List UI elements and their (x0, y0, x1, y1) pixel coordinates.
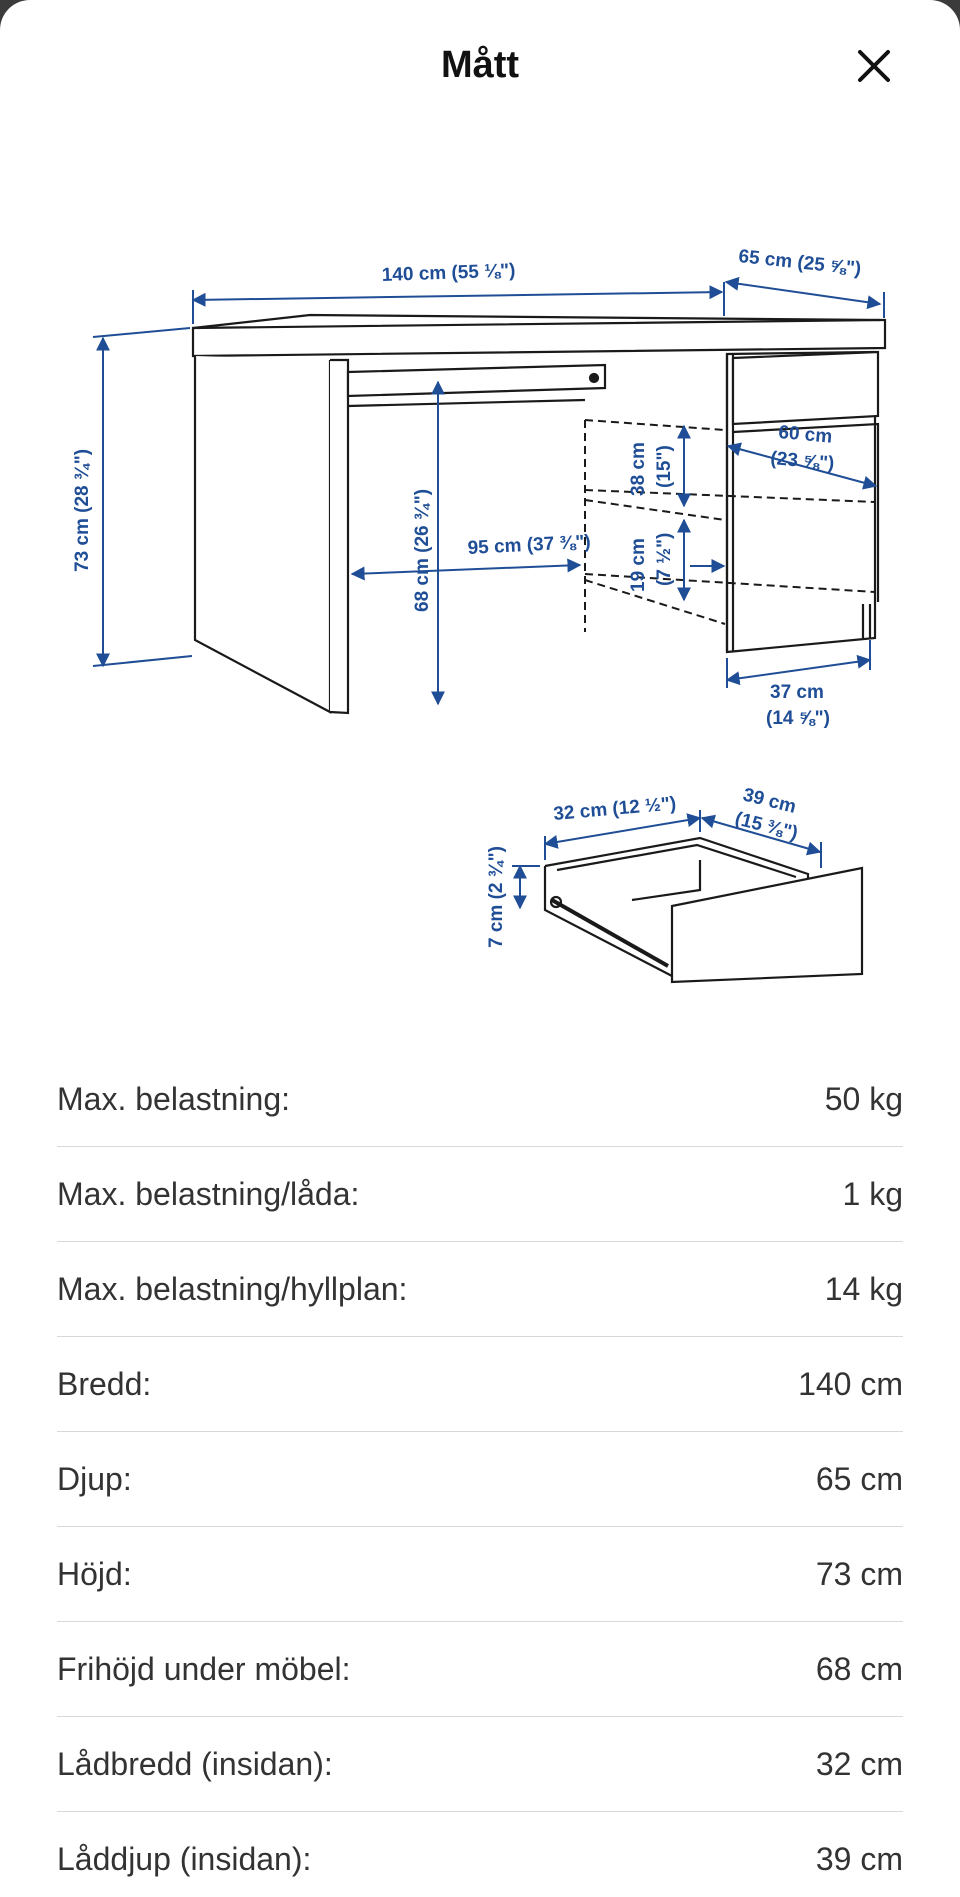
spec-value: 39 cm (815, 1840, 903, 1877)
spec-label: Låddjup (insidan): (57, 1840, 312, 1877)
width-label: 140 cm (55 ⅛") (381, 260, 515, 286)
spec-row: Bredd: 140 cm (57, 1337, 903, 1432)
spec-row: Max. belastning/hyllplan: 14 kg (57, 1242, 903, 1337)
cabinet-width-label: 37 cm (770, 682, 824, 703)
spec-value: 32 cm (815, 1745, 903, 1782)
spec-label: Frihöjd under möbel: (57, 1650, 351, 1687)
spec-row: Max. belastning: 50 kg (57, 1052, 903, 1147)
spec-value: 14 kg (824, 1270, 903, 1307)
cabinet-width-label-in: (14 ⅝") (766, 708, 830, 729)
spec-label: Djup: (57, 1460, 132, 1497)
shelf-top-label-cm: 38 cm (628, 442, 649, 496)
spec-label: Max. belastning/låda: (57, 1175, 360, 1212)
shelf-bottom-label: 19 cm (628, 538, 649, 592)
height-label: 73 cm (28 ¾") (72, 449, 93, 572)
depth-label: 65 cm (25 ⅝") (737, 246, 862, 280)
spec-row: Låddjup (insidan): 39 cm (57, 1812, 903, 1897)
spec-row: Max. belastning/låda: 1 kg (57, 1147, 903, 1242)
cabinet-depth-label: 60 cm (778, 422, 834, 448)
shelf-bottom-label-in: (7 ½") (654, 533, 675, 586)
shelf-top-label: 38 cm (628, 442, 649, 496)
clearance-label: 68 cm (26 ¾") (412, 489, 433, 612)
knee-width-label: 95 cm (37 ⅜") (467, 532, 591, 559)
spec-row: Lådbredd (insidan): 32 cm (57, 1717, 903, 1812)
drawer-height-label: 7 cm (2 ¾") (486, 846, 507, 948)
spec-list: Max. belastning: 50 kg Max. belastning/l… (57, 1052, 903, 1897)
desk-dimension-diagram: 140 cm (55 ⅛") 65 cm (25 ⅝") 73 cm (28 ¾… (72, 246, 887, 984)
spec-value: 1 kg (842, 1175, 903, 1212)
spec-label: Höjd: (57, 1555, 132, 1592)
shelf-top-label-in: (15") (654, 445, 675, 488)
drawer-illustration (543, 836, 864, 984)
spec-row: Frihöjd under möbel: 68 cm (57, 1622, 903, 1717)
spec-value: 140 cm (798, 1365, 903, 1402)
spec-label: Max. belastning: (57, 1080, 291, 1117)
spec-value: 65 cm (815, 1460, 903, 1497)
close-button[interactable] (848, 40, 900, 92)
sheet-header: Mått (0, 0, 960, 135)
dimension-lines (92, 276, 885, 706)
spec-row: Djup: 65 cm (57, 1432, 903, 1527)
spec-value: 68 cm (815, 1650, 903, 1687)
spec-label: Lådbredd (insidan): (57, 1745, 333, 1782)
desk-illustration (191, 313, 887, 715)
spec-label: Max. belastning/hyllplan: (57, 1270, 408, 1307)
spec-value: 50 kg (824, 1080, 903, 1117)
spec-row: Höjd: 73 cm (57, 1527, 903, 1622)
sheet-title: Mått (440, 44, 520, 86)
drawer-width-label: 32 cm (12 ½") (553, 793, 677, 825)
drawer-dimension-lines (512, 810, 822, 910)
close-icon (858, 50, 890, 82)
spec-value: 73 cm (815, 1555, 903, 1592)
spec-label: Bredd: (57, 1365, 152, 1402)
